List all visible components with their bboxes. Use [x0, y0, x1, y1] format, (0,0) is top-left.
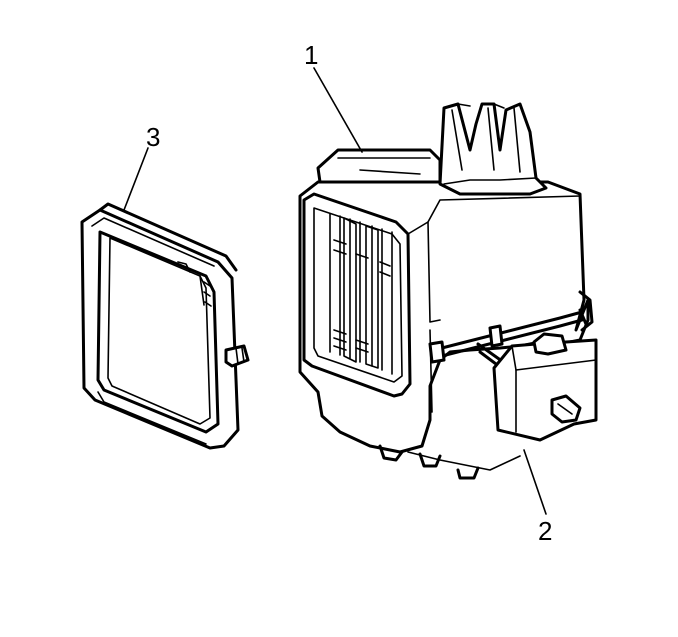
callout-1: 1 [304, 40, 318, 70]
seal-frame-part-3 [80, 202, 250, 450]
callout-3: 3 [146, 122, 160, 152]
leader-line-1 [313, 67, 363, 153]
air-outlet-duct [438, 102, 548, 196]
leader-line-3 [123, 147, 149, 211]
callout-2: 2 [538, 516, 552, 546]
actuator-module-part-2 [492, 332, 598, 442]
leader-lines [123, 67, 547, 515]
heater-core-fins [329, 213, 393, 375]
leader-line-2 [523, 449, 547, 515]
